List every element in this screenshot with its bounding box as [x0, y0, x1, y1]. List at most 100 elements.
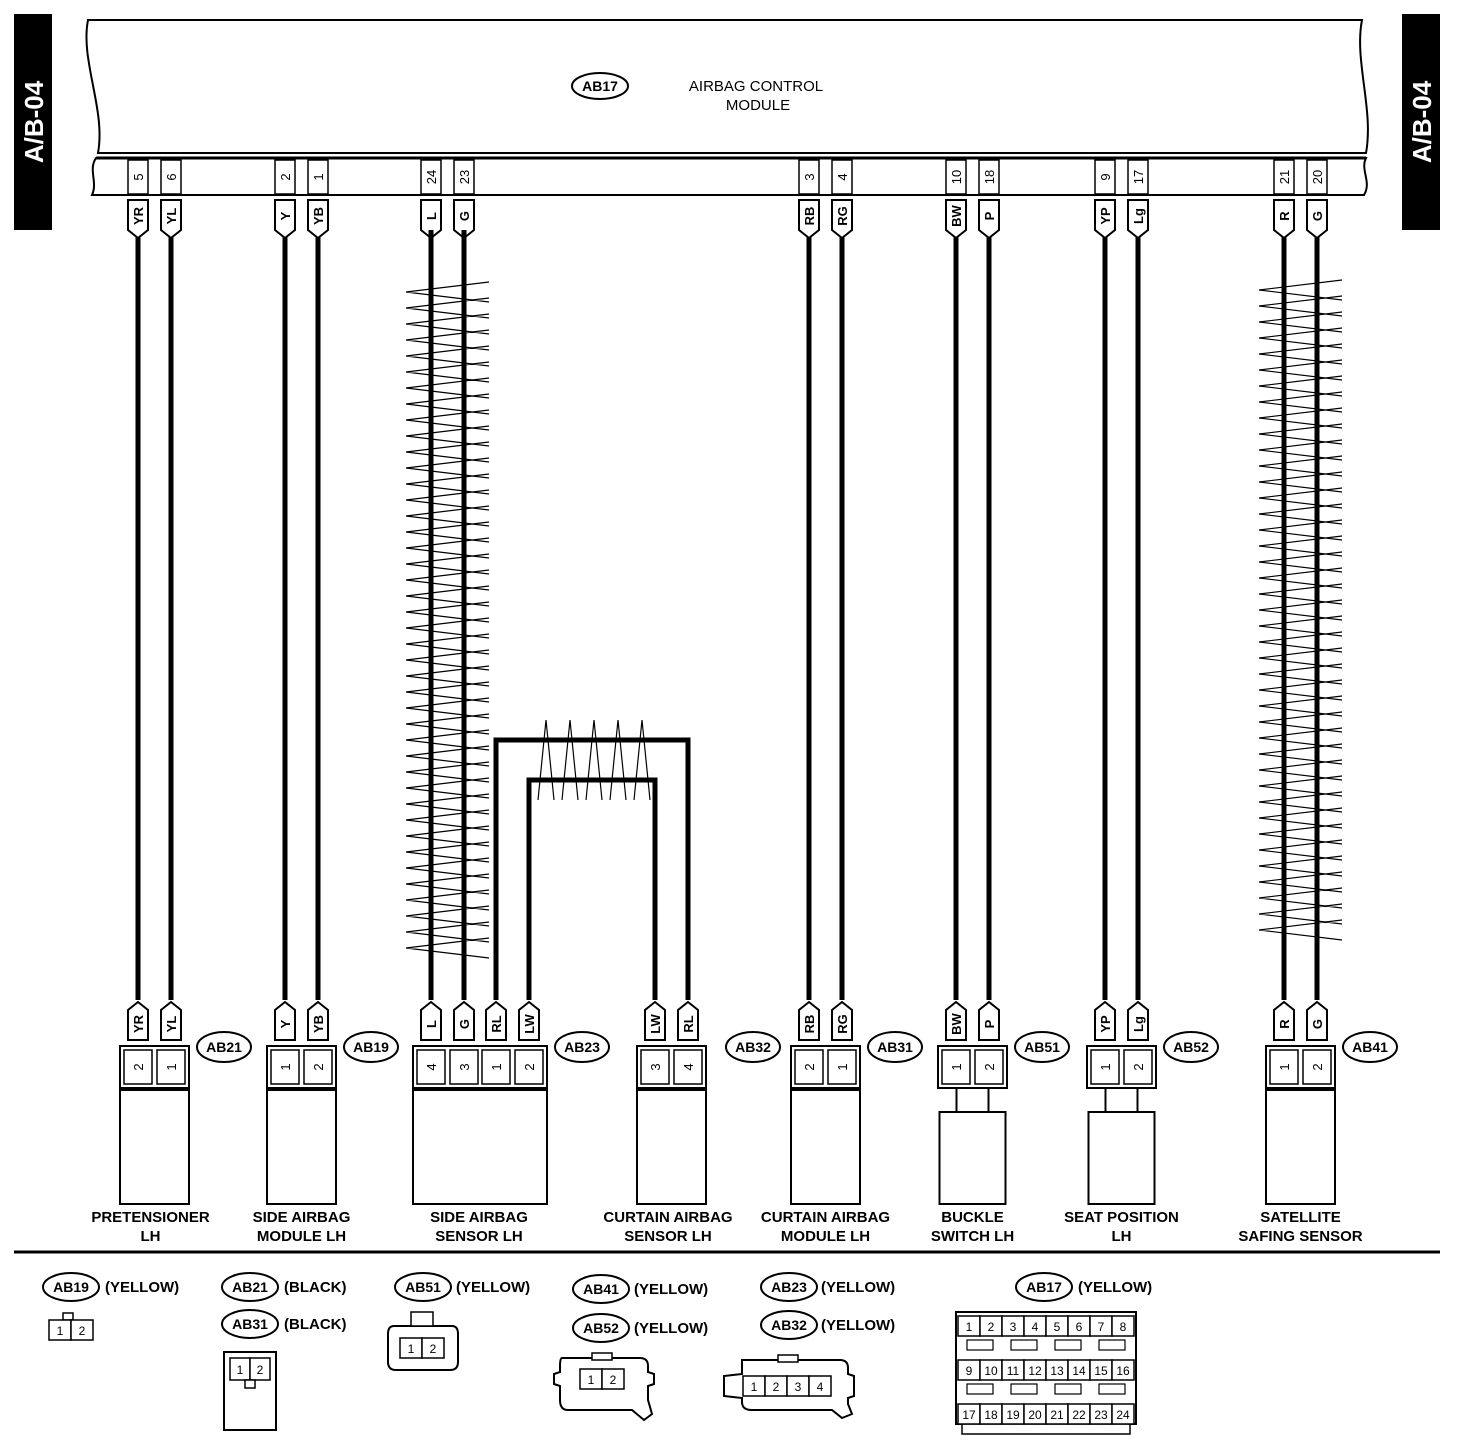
wire-color-tag: [1306, 1000, 1328, 1041]
wire-color-tag: [307, 199, 329, 240]
wire-color-tag-text: BW: [949, 204, 964, 226]
wire-color-tag: [160, 1000, 182, 1041]
wire-color-tag-text: RG: [835, 1014, 850, 1034]
device-pin-cell: [514, 1049, 544, 1085]
legend-connector-id: AB17: [1026, 1279, 1062, 1295]
module-pin-cell: [1273, 159, 1295, 195]
wire-color-tag-text: P: [982, 211, 997, 220]
device-body: [636, 1089, 707, 1205]
device-pin-cell: [123, 1049, 153, 1085]
module-pin-cell: [1306, 159, 1328, 195]
device-body: [1265, 1089, 1336, 1205]
legend-pin-cell: [601, 1368, 625, 1390]
device-label-line1: PRETENSIONER: [91, 1209, 210, 1226]
module-pin-number: 5: [131, 173, 146, 180]
legend-pin-number: 2: [773, 1380, 780, 1394]
module-pin-number: 10: [949, 170, 964, 184]
device-pin-cell: [1269, 1049, 1299, 1085]
wire-color-tag: [307, 1000, 329, 1041]
legend-pin-number: 5: [1054, 1320, 1061, 1334]
legend-connector-oval: [221, 1272, 279, 1302]
device-label-line2: SENSOR LH: [435, 1228, 523, 1245]
wire-color-tag: [1094, 199, 1116, 240]
device-label-line1: SIDE AIRBAG: [430, 1209, 528, 1226]
legend-latch: [62, 1312, 74, 1321]
legend-pin-number: 8: [1120, 1320, 1127, 1334]
device-pin-number: 1: [278, 1063, 293, 1070]
legend-pin-number: 2: [430, 1342, 437, 1356]
legend-pin-number: 10: [984, 1364, 998, 1378]
twisted-pair-marks: [1258, 279, 1343, 941]
legend-latch: [591, 1352, 613, 1361]
device-pin-number: 1: [164, 1063, 179, 1070]
legend-latch: [966, 1383, 994, 1395]
module-pin-number: 1: [311, 173, 326, 180]
wire-color-tag: [1306, 199, 1328, 240]
wire-color-tag-text: G: [457, 211, 472, 221]
wire-color-tag: [978, 1000, 1000, 1041]
legend-connector-id: AB32: [771, 1317, 807, 1333]
legend-connector-id: AB41: [583, 1281, 619, 1297]
side-tab-right-text: A/B-04: [1407, 80, 1437, 163]
device-pin-cell: [270, 1049, 300, 1085]
module-pin-number: 20: [1310, 170, 1325, 184]
legend-connector-id: AB31: [232, 1316, 268, 1332]
module-pin-number: 6: [164, 173, 179, 180]
wire-color-tag: [420, 199, 442, 240]
legend-connector-oval: [760, 1310, 818, 1340]
legend-pin-cell: [1111, 1359, 1135, 1381]
connector-id: AB52: [1173, 1039, 1209, 1055]
legend-connector-color: (YELLOW): [634, 1281, 708, 1298]
device-pin-number: 4: [424, 1063, 439, 1070]
wire-color-tag-text: RL: [681, 1015, 696, 1032]
wire-color-tag: [831, 1000, 853, 1041]
wire-color-tag: [485, 1000, 507, 1041]
device-pin-cell: [416, 1049, 446, 1085]
device-label-line2: MODULE LH: [257, 1228, 346, 1245]
module-pin-cell: [127, 159, 149, 195]
module-title-line1: AIRBAG CONTROL: [689, 78, 823, 95]
wire-color-tag-text: LW: [648, 1014, 663, 1034]
legend-pin-cell: [1111, 1403, 1135, 1425]
legend-pin-number: 13: [1050, 1364, 1064, 1378]
device-pin-number: 1: [835, 1063, 850, 1070]
wire-color-tag-text: YP: [1098, 207, 1113, 225]
legend-pin-number: 2: [257, 1363, 264, 1377]
wire-color-tag-text: YB: [311, 1015, 326, 1033]
side-tab-left: A/B-04: [14, 14, 52, 230]
legend-pin-number: 2: [79, 1324, 86, 1338]
legend-pin-number: 1: [588, 1373, 595, 1387]
device-label-line2: LH: [1112, 1228, 1132, 1245]
wire-color-tag: [945, 199, 967, 240]
module-pin-cell: [307, 159, 329, 195]
legend-pin-number: 14: [1072, 1364, 1086, 1378]
device-pin-cell: [481, 1049, 511, 1085]
legend-connector-id: AB21: [232, 1279, 268, 1295]
legend-pin-number: 4: [1032, 1320, 1039, 1334]
device-body: [119, 1089, 190, 1205]
legend-pin-number: 1: [751, 1380, 758, 1394]
connector-id-oval: [196, 1031, 252, 1063]
device-pin-cell: [1302, 1049, 1332, 1085]
device-pin-number: 1: [1098, 1063, 1113, 1070]
connector-id-oval: [867, 1031, 923, 1063]
wire-color-tag-text: YL: [164, 1016, 179, 1033]
wire-color-tag-text: RB: [802, 207, 817, 226]
device-pin-cell: [827, 1049, 857, 1085]
legend-pin-number: 21: [1050, 1408, 1064, 1422]
module-pin-number: 17: [1131, 170, 1146, 184]
connector-id-oval: [725, 1031, 781, 1063]
legend-connector-color: (BLACK): [284, 1279, 346, 1296]
side-tab-left-text: A/B-04: [19, 80, 49, 163]
wire-color-tag: [831, 199, 853, 240]
wire-color-tag-text: Lg: [1131, 1016, 1146, 1032]
switch-neck: [955, 1087, 990, 1113]
wire-color-tag: [518, 1000, 540, 1041]
module-pin-number: 18: [982, 170, 997, 184]
device-pin-number: 4: [681, 1063, 696, 1070]
legend-connector-color: (YELLOW): [821, 1317, 895, 1334]
device-pin-cell: [640, 1049, 670, 1085]
device-label-line1: SIDE AIRBAG: [253, 1209, 351, 1226]
device-pin-cell: [156, 1049, 186, 1085]
legend-pin-number: 2: [610, 1373, 617, 1387]
